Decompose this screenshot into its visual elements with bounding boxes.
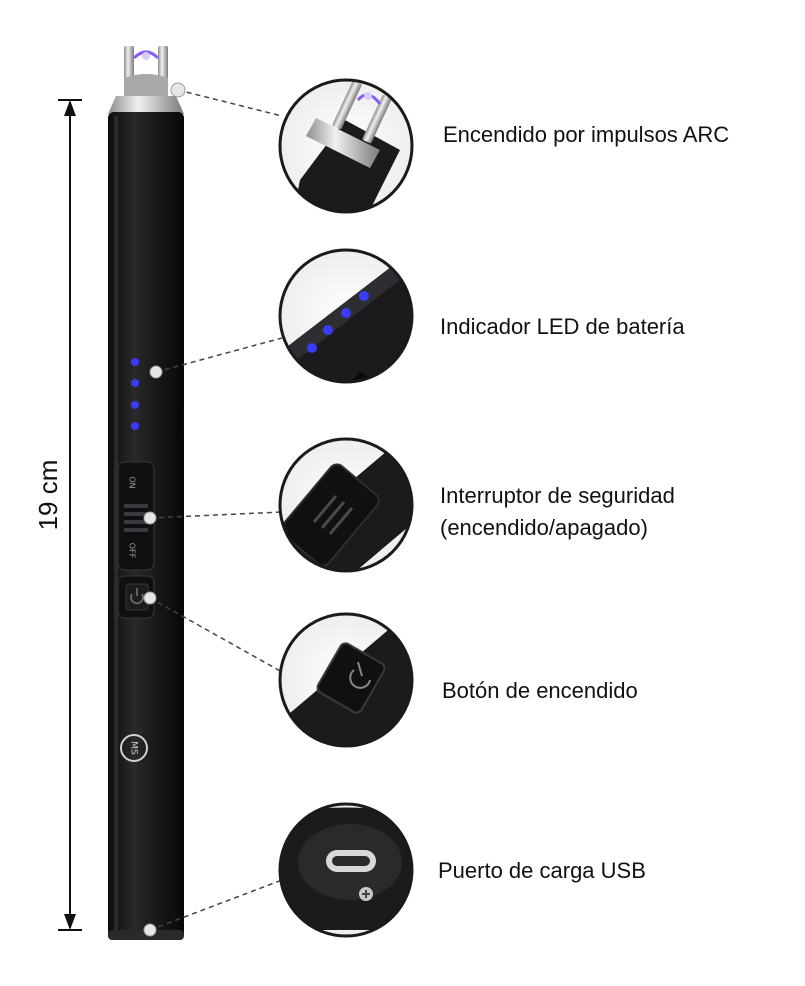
switch-on-text: ON bbox=[127, 476, 137, 489]
switch-off-text: OFF bbox=[127, 542, 137, 559]
lighter-body bbox=[108, 46, 184, 940]
feature-label-arc: Encendido por impulsos ARC bbox=[443, 122, 730, 147]
feature-label-switch-line2: (encendido/apagado) bbox=[440, 515, 648, 540]
feature-label-power: Botón de encendido bbox=[442, 678, 638, 703]
power-button-zoom-circle bbox=[278, 612, 414, 748]
usb-port-zoom-circle bbox=[278, 802, 414, 938]
battery-led-zoom-circle bbox=[278, 248, 414, 384]
arc-tip-zoom-circle bbox=[278, 78, 414, 214]
feature-label-usb: Puerto de carga USB bbox=[438, 858, 646, 883]
brand-logo-text: MS bbox=[128, 741, 139, 755]
length-label: 19 cm bbox=[33, 459, 63, 531]
length-dimension-arrow bbox=[58, 99, 82, 931]
feature-label-led: Indicador LED de batería bbox=[440, 314, 685, 339]
safety-switch-zoom-circle bbox=[278, 437, 414, 573]
leader-lines bbox=[149, 89, 283, 931]
leader-dots bbox=[143, 82, 186, 937]
feature-label-switch-line1: Interruptor de seguridad bbox=[440, 483, 675, 508]
